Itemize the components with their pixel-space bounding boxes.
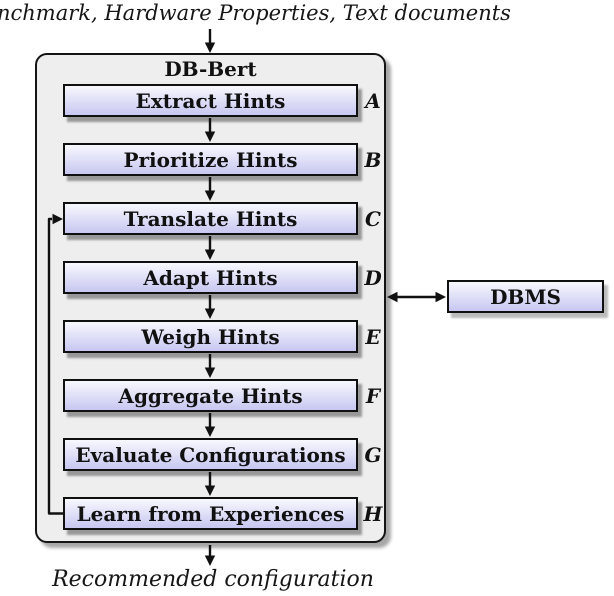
step-box-aggregate-hints: Aggregate Hints bbox=[63, 379, 358, 412]
step-letter-e: E bbox=[365, 324, 381, 349]
step-box-evaluate-configurations: Evaluate Configurations bbox=[63, 438, 358, 471]
step-letter-d: D bbox=[364, 265, 382, 290]
step-letter-a: A bbox=[365, 88, 381, 113]
step-letter-c: C bbox=[365, 206, 381, 231]
step-letter-b: B bbox=[364, 147, 382, 172]
step-box-extract-hints: Extract Hints bbox=[63, 84, 358, 117]
dbms-box: DBMS bbox=[447, 280, 604, 313]
dbms-bidirectional-arrow bbox=[387, 291, 446, 303]
step-box-learn-from-experiences: Learn from Experiences bbox=[63, 497, 358, 530]
input-annotation: nchmark, Hardware Properties, Text docum… bbox=[0, 1, 511, 25]
step-box-adapt-hints: Adapt Hints bbox=[63, 261, 358, 294]
step-box-weigh-hints: Weigh Hints bbox=[63, 320, 358, 353]
dbbert-container-title: DB-Bert bbox=[164, 57, 257, 81]
output-arrow-icon bbox=[204, 545, 216, 566]
step-box-translate-hints: Translate Hints bbox=[63, 202, 358, 235]
step-letter-f: F bbox=[365, 383, 381, 408]
step-letter-h: H bbox=[363, 501, 383, 526]
output-annotation: Recommended configuration bbox=[52, 567, 374, 592]
step-box-prioritize-hints: Prioritize Hints bbox=[63, 143, 358, 176]
step-letter-g: G bbox=[364, 442, 382, 467]
input-arrow-icon bbox=[204, 29, 216, 53]
